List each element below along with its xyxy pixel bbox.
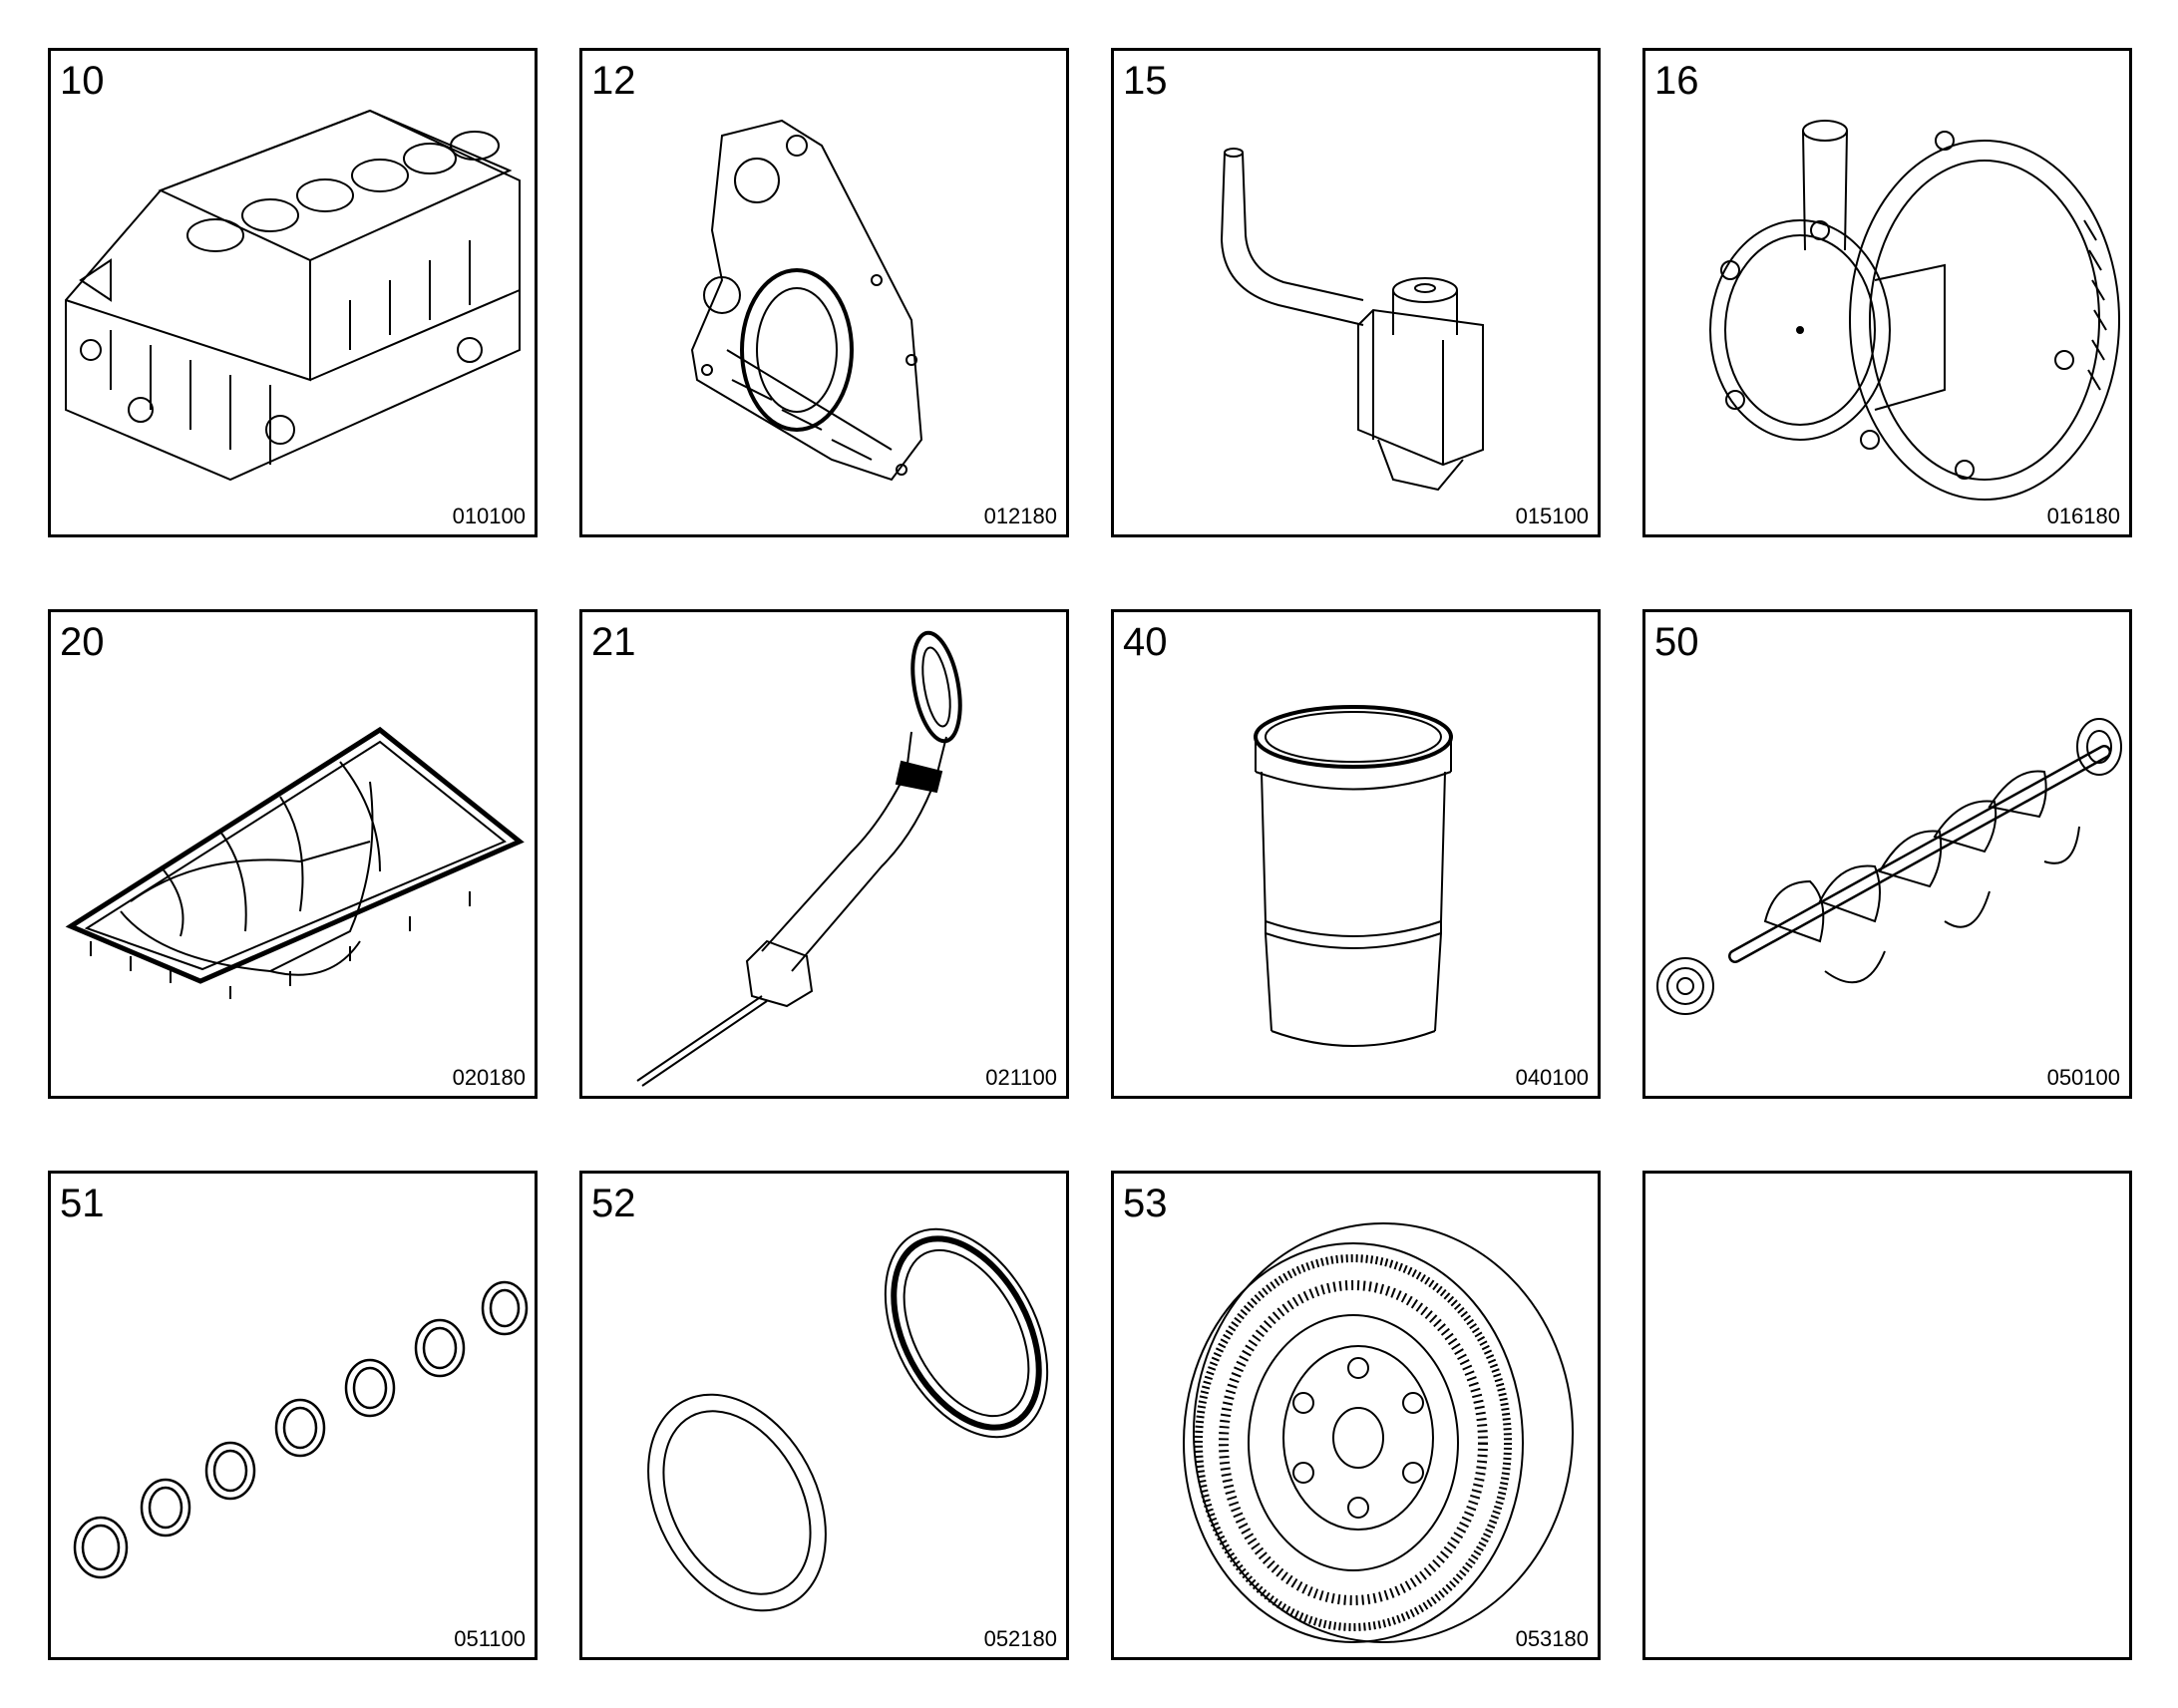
part-code: 016180 <box>2046 504 2120 528</box>
part-code: 051100 <box>454 1626 526 1651</box>
part-code: 053180 <box>1515 1626 1589 1651</box>
engine-block-icon <box>51 51 535 534</box>
panel-number: 20 <box>60 620 105 664</box>
part-code: 020180 <box>452 1065 526 1090</box>
part-code: 010100 <box>452 504 526 528</box>
seal-rings-icon <box>582 1174 1066 1657</box>
panel-seal-rings[interactable]: 52 052180 <box>579 1171 1069 1660</box>
vibration-damper-icon <box>1114 1174 1598 1657</box>
panel-number: 50 <box>1654 620 1699 664</box>
panel-empty <box>1642 1171 2132 1660</box>
oil-jet-pipe-icon <box>1114 51 1598 534</box>
crankshaft-icon <box>1645 612 2129 1096</box>
panel-number: 21 <box>591 620 636 664</box>
panel-dipstick[interactable]: 21 021100 <box>579 609 1069 1099</box>
panel-vibration-damper[interactable]: 53 053180 <box>1111 1171 1601 1660</box>
panel-number: 52 <box>591 1182 636 1225</box>
panel-timing-cover[interactable]: 12 012180 <box>579 48 1069 537</box>
dipstick-icon <box>582 612 1066 1096</box>
panel-vacuum-pump[interactable]: 16 016180 <box>1642 48 2132 537</box>
part-code: 052180 <box>983 1626 1057 1651</box>
panel-number: 16 <box>1654 59 1699 103</box>
panel-number: 12 <box>591 59 636 103</box>
panel-number: 40 <box>1123 620 1168 664</box>
cylinder-liner-icon <box>1114 612 1598 1096</box>
panel-bearing-bushings[interactable]: 51 051100 <box>48 1171 538 1660</box>
part-code: 040100 <box>1515 1065 1589 1090</box>
panel-number: 10 <box>60 59 105 103</box>
timing-cover-icon <box>582 51 1066 534</box>
panel-cylinder-liner[interactable]: 40 040100 <box>1111 609 1601 1099</box>
part-code: 015100 <box>1515 504 1589 528</box>
oil-pan-icon <box>51 612 535 1096</box>
part-code: 050100 <box>2046 1065 2120 1090</box>
panel-oil-pan[interactable]: 20 020180 <box>48 609 538 1099</box>
panel-number: 51 <box>60 1182 105 1225</box>
part-code: 021100 <box>985 1065 1057 1090</box>
panel-engine-block[interactable]: 10 010100 <box>48 48 538 537</box>
panel-oil-jet-pipe[interactable]: 15 015100 <box>1111 48 1601 537</box>
panel-number: 53 <box>1123 1182 1168 1225</box>
panel-number: 15 <box>1123 59 1168 103</box>
vacuum-pump-icon <box>1645 51 2129 534</box>
panel-crankshaft[interactable]: 50 050100 <box>1642 609 2132 1099</box>
bearing-bushings-icon <box>51 1174 535 1657</box>
part-code: 012180 <box>983 504 1057 528</box>
